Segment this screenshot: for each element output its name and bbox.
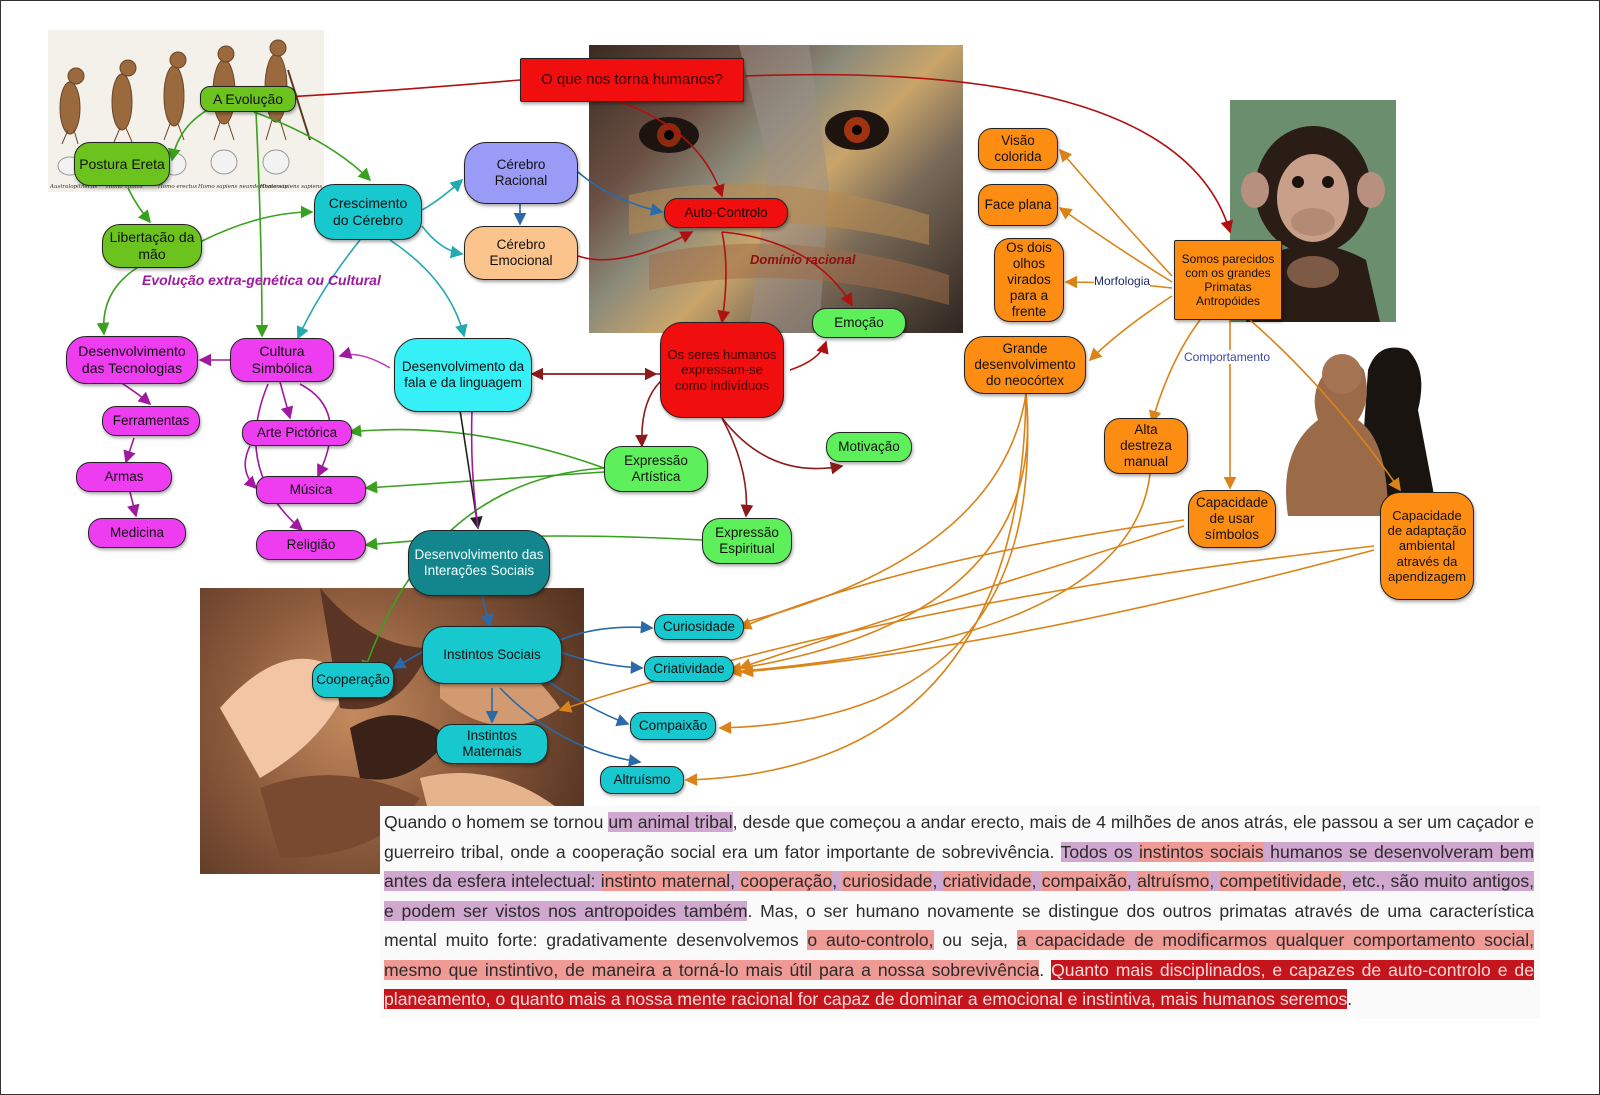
man-and-chimp-art [1286, 347, 1438, 516]
highlight-instinto-maternal: instinto maternal [600, 871, 731, 891]
highlight-instintos-sociais: instintos sociais [1138, 841, 1264, 862]
node-expressao-espiritual[interactable]: Expressão Espiritual [702, 518, 792, 564]
node-primatas[interactable]: Somos parecidos com os grandes Primatas … [1174, 240, 1282, 320]
node-curiosidade[interactable]: Curiosidade [654, 614, 744, 640]
node-visao-colorida[interactable]: Visão colorida [978, 128, 1058, 170]
summary-paragraph: Quando o homem se tornou um animal triba… [380, 806, 1540, 1019]
node-arte-pictorica[interactable]: Arte Pictórica [242, 420, 352, 446]
caption-homo-erectus: Homo erectus [157, 184, 197, 190]
node-fala-linguagem[interactable]: Desenvolvimento da fala e da linguagem [394, 338, 532, 412]
highlight-sep: , [1209, 871, 1220, 891]
text-span: . [1347, 989, 1353, 1009]
node-neocortex[interactable]: Grande desenvolvimento do neocórtex [964, 336, 1086, 394]
node-seres-humanos[interactable]: Os seres humanos expressam-se como indiv… [660, 322, 784, 418]
node-altruismo[interactable]: Altruísmo [600, 766, 684, 794]
highlight-todos-os: Todos os [1060, 841, 1139, 862]
highlight-animal-tribal: um animal tribal [608, 812, 733, 832]
node-cerebro-racional[interactable]: Cérebro Racional [464, 142, 578, 204]
node-cooperacao[interactable]: Cooperação [312, 662, 394, 698]
node-compaixao[interactable]: Compaixão [630, 712, 716, 740]
caption-sapiens: Homo sapiens sapiens [259, 184, 322, 190]
highlight-sep: , [932, 871, 943, 891]
node-desenvolvimento-tecnologias[interactable]: Desenvolvimento das Tecnologias [66, 336, 198, 384]
man-and-chimp-photo [1268, 330, 1478, 516]
node-cerebro-emocional[interactable]: Cérebro Emocional [464, 226, 578, 280]
node-instintos-maternais[interactable]: Instintos Maternais [436, 724, 548, 764]
caption-australopithecus: Australopithecus [49, 184, 97, 190]
label-morfologia: Morfologia [1094, 274, 1151, 288]
node-auto-controlo[interactable]: Auto-Controlo [664, 198, 788, 228]
highlight-sep: , [1031, 871, 1042, 891]
node-religiao[interactable]: Religião [256, 530, 366, 560]
node-crescimento-cerebro[interactable]: Crescimento do Cérebro [314, 184, 422, 240]
node-olhos-frente[interactable]: Os dois olhos virados para a frente [994, 238, 1064, 322]
caption-neanderthal: Homo sapiens neanderthalensis [197, 184, 287, 190]
label-evolucao-cultural: Evolução extra-genética ou Cultural [142, 272, 381, 288]
label-comportamento: Comportamento [1184, 350, 1271, 364]
node-armas[interactable]: Armas [76, 462, 172, 492]
node-ferramentas[interactable]: Ferramentas [102, 406, 200, 436]
text-span: ou seja, [933, 930, 1017, 950]
text-span: , desde que começou a andar erecto, mais… [384, 812, 1534, 862]
node-destreza-manual[interactable]: Alta destreza manual [1104, 418, 1188, 474]
highlight-altruismo: altruísmo [1137, 871, 1210, 891]
text-span: . [1039, 959, 1052, 980]
node-question[interactable]: O que nos torna humanos? [520, 58, 744, 102]
text-span: Quando o homem se tornou [384, 812, 609, 832]
caption-homo-habilis: Homo habilis [105, 184, 143, 190]
evolution-figures: Australopithecus Homo habilis Homo erect… [49, 39, 322, 190]
node-criatividade[interactable]: Criatividade [644, 656, 734, 682]
highlight-competitividade: competitividade [1219, 871, 1342, 891]
node-face-plana[interactable]: Face plana [978, 184, 1058, 226]
highlight-curiosidade: curiosidade [842, 871, 933, 891]
highlight-compaixao: compaixão [1041, 871, 1127, 891]
text-span: . Mas, o ser humano novamente se disting… [384, 900, 1534, 951]
highlight-cooperacao: cooperação [740, 871, 833, 891]
highlight-sep: , [730, 871, 741, 891]
node-motivacao[interactable]: Motivação [826, 432, 912, 462]
node-musica[interactable]: Música [256, 476, 366, 504]
node-expressao-artistica[interactable]: Expressão Artística [604, 446, 708, 492]
node-postura-ereta[interactable]: Postura Ereta [74, 142, 170, 186]
highlight-sep: , [832, 871, 843, 891]
node-emocao[interactable]: Emoção [812, 308, 906, 338]
highlight-auto-controlo: o auto-controlo, [807, 930, 934, 950]
node-interacoes-sociais[interactable]: Desenvolvimento das Interações Sociais [408, 530, 550, 596]
label-dominio-racional: Domínio racional [750, 252, 856, 267]
node-cultura-simbolica[interactable]: Cultura Simbólica [230, 338, 334, 382]
node-evolucao[interactable]: A Evolução [200, 86, 296, 112]
node-libertacao-mao[interactable]: Libertação da mão [102, 224, 202, 268]
highlight-criatividade: criatividade [942, 871, 1032, 891]
node-capacidade-adaptacao[interactable]: Capacidade de adaptação ambiental atravé… [1380, 492, 1474, 600]
node-instintos-sociais[interactable]: Instintos Sociais [422, 626, 562, 684]
highlight-sep: , [1126, 871, 1138, 891]
node-capacidade-simbolos[interactable]: Capacidade de usar símbolos [1188, 490, 1276, 548]
node-medicina[interactable]: Medicina [88, 518, 186, 548]
